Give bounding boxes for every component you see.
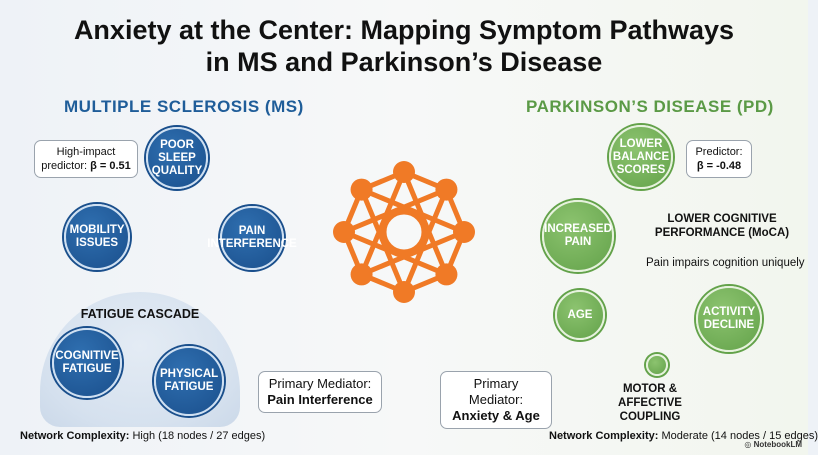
network-node [350, 263, 373, 286]
pd-node-increased-pain: INCREASED PAIN [542, 200, 614, 272]
network-node [435, 178, 458, 201]
pd-mediator-value: Anxiety & Age [452, 408, 540, 423]
network-edge [341, 229, 449, 277]
pd-node-age: AGE [555, 290, 605, 340]
ms-heading: MULTIPLE SCLEROSIS (MS) [64, 97, 304, 116]
pd-callout-text: Predictor: [695, 146, 743, 158]
page-title: Anxiety at the Center: Mapping Symptom P… [0, 14, 808, 78]
pd-motor-affective-label: MOTOR & AFFECTIVE COUPLING [618, 383, 682, 423]
network-node [453, 221, 475, 243]
brand-logo: ◎ NotebookLM [744, 440, 802, 449]
ms-node-cognitive-fatigue: COGNITIVE FATIGUE [52, 328, 122, 398]
network-edge [401, 187, 449, 295]
ms-mediator-label: Primary Mediator: [268, 376, 372, 391]
pd-network-complexity: Network Complexity: Moderate (14 nodes /… [549, 430, 818, 442]
pd-predictor-callout: Predictor: β = -0.48 [686, 140, 752, 178]
network-node [350, 178, 373, 201]
fatigue-cascade-label: FATIGUE CASCADE [80, 307, 200, 321]
title-line-1: Anxiety at the Center: Mapping Symptom P… [73, 15, 735, 45]
ms-node-mobility: MOBILITY ISSUES [64, 204, 130, 270]
network-node [393, 281, 415, 303]
ms-callout-text: High-impact predictor: [41, 146, 116, 172]
network-node [435, 263, 458, 286]
anxiety-network-icon [333, 161, 475, 303]
pd-mediator-label: Primary Mediator: [468, 376, 524, 407]
pd-cognitive-note: Pain impairs cognition uniquely [646, 257, 805, 269]
ms-mediator-callout: Primary Mediator: Pain Interference [258, 371, 382, 413]
network-edge [341, 187, 449, 235]
network-edge [359, 187, 467, 235]
network-edge [359, 187, 407, 295]
ms-footer-value: High (18 nodes / 27 edges) [132, 430, 266, 442]
pd-cognitive-title: LOWER COGNITIVE PERFORMANCE (MoCA) [654, 213, 790, 239]
ms-node-poor-sleep: POOR SLEEP QUALITY [146, 127, 208, 189]
ms-footer-label: Network Complexity: [20, 430, 130, 442]
pd-callout-value: β = -0.48 [696, 160, 742, 172]
ms-node-pain: PAIN INTERFERENCE [207, 206, 297, 270]
network-edge [401, 169, 449, 277]
ms-mediator-value: Pain Interference [267, 392, 373, 407]
pd-node-activity-decline: ACTIVITY DECLINE [696, 286, 762, 352]
pd-node-motor-affective [646, 354, 668, 376]
ms-network-complexity: Network Complexity: High (18 nodes / 27 … [20, 430, 265, 442]
title-line-2: in MS and Parkinson’s Disease [205, 47, 603, 77]
pd-node-balance: LOWER BALANCE SCORES [609, 125, 673, 189]
network-center-ring [381, 209, 427, 255]
network-edge [359, 169, 407, 277]
ms-predictor-callout: High-impact predictor: β = 0.51 [34, 140, 138, 178]
ms-callout-value: β = 0.51 [90, 160, 131, 172]
network-node [393, 161, 415, 183]
brand-text: NotebookLM [753, 440, 802, 449]
pd-mediator-callout: Primary Mediator: Anxiety & Age [440, 371, 552, 429]
pd-footer-value: Moderate (14 nodes / 15 edges) [661, 430, 818, 442]
pd-heading: PARKINSON’S DISEASE (PD) [526, 97, 774, 116]
pd-footer-label: Network Complexity: [549, 430, 659, 442]
network-node [333, 221, 355, 243]
ms-node-physical-fatigue: PHYSICAL FATIGUE [154, 346, 224, 416]
network-edge [359, 229, 467, 277]
